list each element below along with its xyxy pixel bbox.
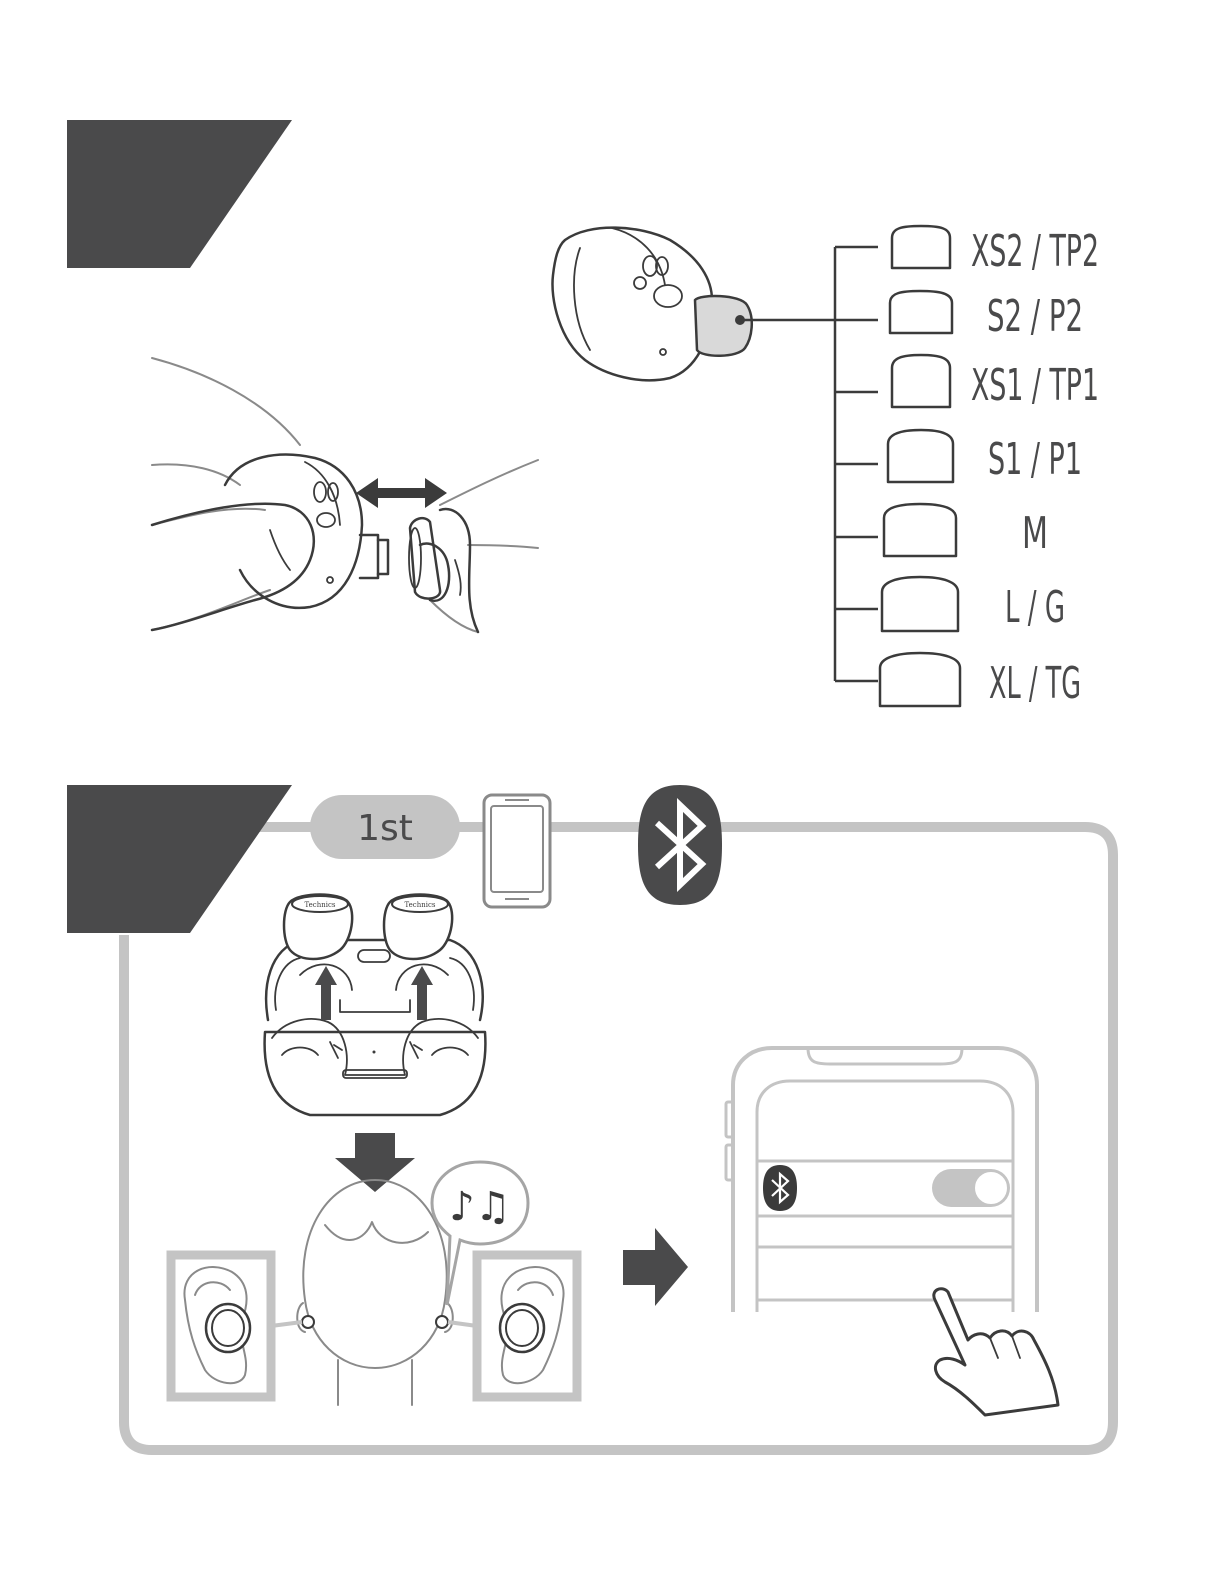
eartip-s1 xyxy=(888,430,953,482)
right-arrow-icon xyxy=(623,1228,688,1306)
bluetooth-setting-icon xyxy=(763,1165,797,1211)
charging-case-illustration: Technics Technics xyxy=(265,895,486,1116)
left-ear-closeup xyxy=(171,1255,302,1397)
eartip-xl xyxy=(880,653,960,706)
eartip-size-labels: XS2 / TP2 S2 / P2 XS1 / TP1 S1 / P1 M L … xyxy=(971,226,1099,709)
eartip-l xyxy=(882,577,958,631)
size-label: XS1 / TP1 xyxy=(971,360,1099,411)
hand-pointer-icon xyxy=(934,1289,1058,1415)
step-banner-2 xyxy=(67,785,292,933)
earbud-with-eartip-icon xyxy=(552,228,835,381)
brand-right: Technics xyxy=(405,901,436,909)
eartip-xs1 xyxy=(892,355,950,407)
first-step-label: 1st xyxy=(357,808,413,849)
size-label: M xyxy=(1022,508,1048,559)
eartip-shapes xyxy=(880,226,960,706)
right-ear-closeup xyxy=(448,1255,577,1397)
head-illustration xyxy=(297,1180,453,1405)
step-banner-1 xyxy=(67,120,292,268)
size-bracket xyxy=(835,247,878,681)
double-arrow-icon xyxy=(356,478,447,508)
eartip-xs2 xyxy=(892,226,950,268)
brand-left: Technics xyxy=(305,901,336,909)
attach-eartip-illustration xyxy=(152,358,538,632)
bluetooth-toggle[interactable] xyxy=(932,1169,1010,1207)
svg-text:♪♫: ♪♫ xyxy=(449,1184,510,1230)
first-step-badge: 1st xyxy=(310,795,460,859)
eartip-s2 xyxy=(890,291,952,333)
size-label: S2 / P2 xyxy=(987,291,1083,342)
eartip-m xyxy=(884,504,956,556)
bluetooth-icon xyxy=(638,785,722,905)
smartphone-icon xyxy=(484,795,550,907)
size-label: XS2 / TP2 xyxy=(971,226,1099,277)
down-arrow-icon xyxy=(335,1133,415,1192)
size-label: S1 / P1 xyxy=(988,434,1082,485)
size-label: L / G xyxy=(1005,582,1065,633)
size-label: XL / TG xyxy=(989,658,1081,709)
